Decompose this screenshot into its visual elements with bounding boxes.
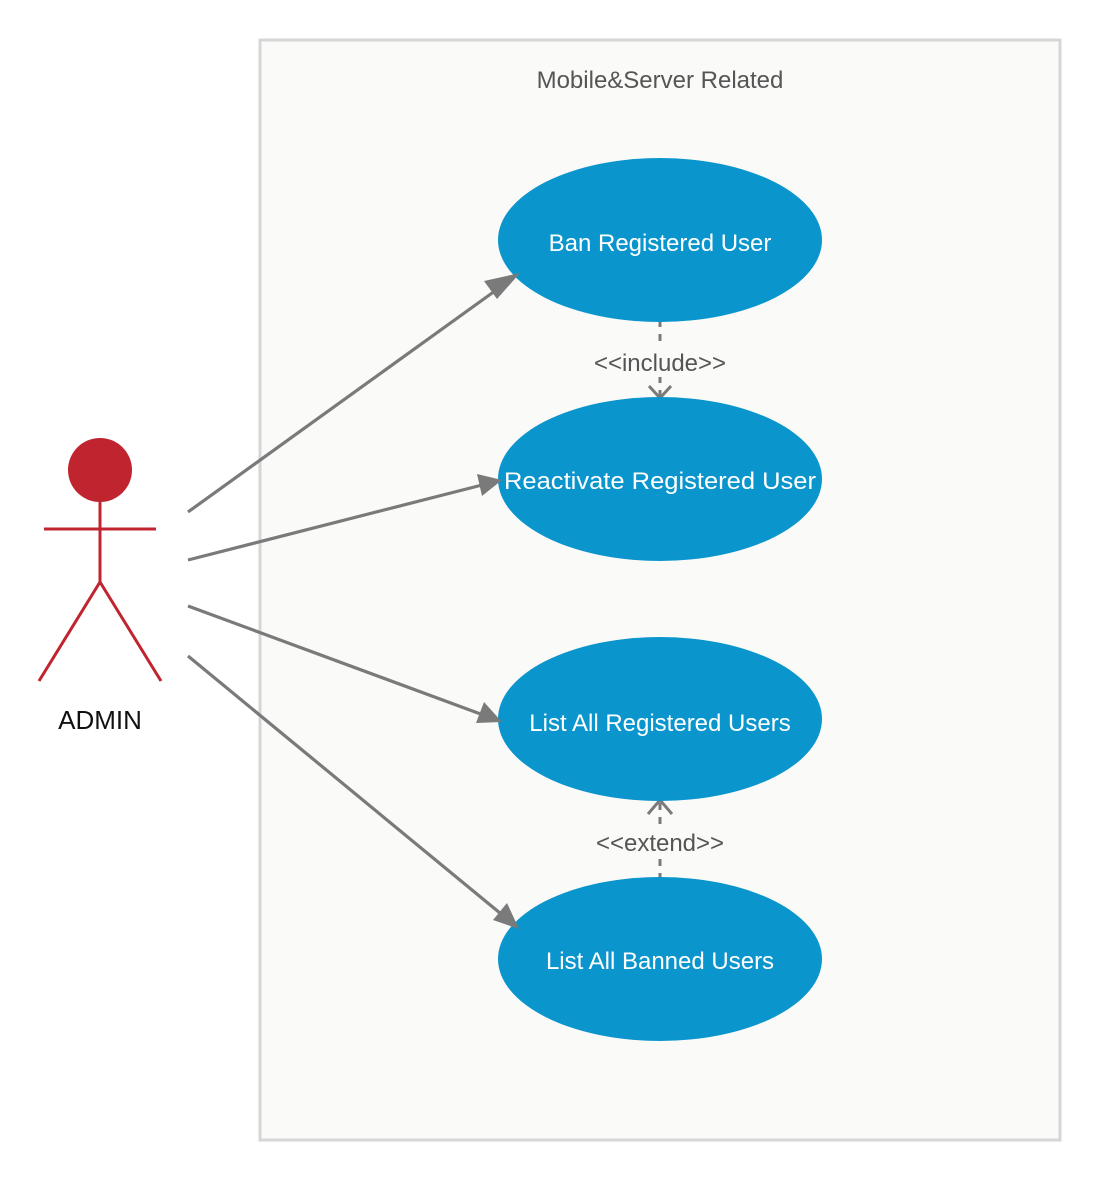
actor-left-leg <box>37 581 102 682</box>
association-ban-arrow-head <box>484 273 520 299</box>
association-ban[interactable] <box>187 273 520 514</box>
association-list-banned-line[interactable] <box>186 654 508 920</box>
extend-label-background <box>588 827 733 857</box>
use-case-list-banned-ellipse[interactable] <box>498 877 822 1041</box>
use-case-reactivate-label: Reactivate Registered User <box>504 468 816 495</box>
associations <box>186 273 520 929</box>
use-case-list-banned-label: List All Banned Users <box>546 948 774 975</box>
actor-right-leg <box>98 581 163 682</box>
association-list-registered-arrow-head <box>476 702 502 723</box>
association-reactivate-line[interactable] <box>187 482 487 562</box>
use-case-list-registered-ellipse[interactable] <box>498 637 822 801</box>
association-list-registered-line[interactable] <box>187 604 487 718</box>
use-case-ban[interactable]: Ban Registered User <box>498 158 822 322</box>
system-boundary-title: Mobile&Server Related <box>537 67 784 94</box>
actor-head <box>68 438 132 502</box>
use-case-list-banned[interactable]: List All Banned Users <box>498 877 822 1041</box>
association-list-registered[interactable] <box>187 604 502 723</box>
use-case-reactivate-ellipse[interactable] <box>498 397 822 561</box>
use-case-list-registered[interactable]: List All Registered Users <box>498 637 822 801</box>
use-case-reactivate[interactable]: Reactivate Registered User <box>498 397 822 561</box>
extend-label: <<extend>> <box>596 830 724 857</box>
association-list-banned[interactable] <box>186 654 519 929</box>
actor-admin[interactable]: ADMIN <box>37 438 163 735</box>
actor-name: ADMIN <box>58 705 142 735</box>
association-reactivate-arrow-head <box>477 474 502 496</box>
use-case-ban-ellipse[interactable] <box>498 158 822 322</box>
use-case-list-registered-label: List All Registered Users <box>529 710 790 737</box>
association-list-banned-arrow-head <box>493 903 519 929</box>
use-case-ban-label: Ban Registered User <box>549 230 772 257</box>
include-label: <<include>> <box>594 350 726 377</box>
include-label-background <box>585 347 735 377</box>
extend-relationship: <<extend>> <box>588 797 733 880</box>
include-relationship: <<include>> <box>585 320 735 401</box>
association-reactivate[interactable] <box>187 474 502 562</box>
association-ban-line[interactable] <box>187 281 507 514</box>
